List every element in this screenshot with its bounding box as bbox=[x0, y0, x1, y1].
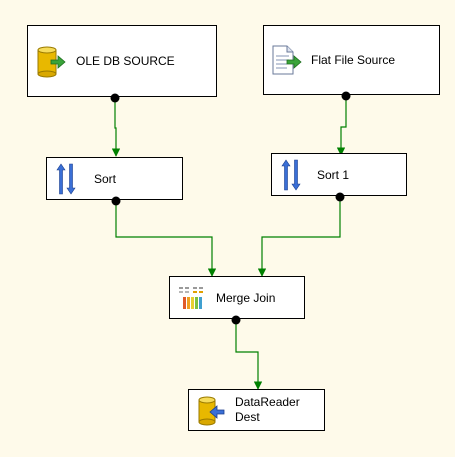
path-merge-join-to-datareader[interactable] bbox=[235, 320, 263, 390]
sort-label: Sort bbox=[94, 171, 117, 186]
ole-db-source-label: OLE DB SOURCE bbox=[76, 54, 175, 68]
sort-1-label: Sort 1 bbox=[317, 167, 350, 182]
path-flat-file-to-sort-1[interactable] bbox=[336, 97, 347, 156]
ole-db-source-output-dot[interactable] bbox=[110, 93, 120, 103]
sort-icon bbox=[281, 158, 301, 192]
database-source-icon bbox=[36, 44, 66, 78]
sort-component[interactable]: Sort bbox=[46, 157, 183, 200]
sort-icon bbox=[56, 162, 76, 196]
flat-file-source-component[interactable]: Flat File Source bbox=[263, 25, 440, 95]
flat-file-source-output-dot[interactable] bbox=[341, 91, 351, 101]
datareader-dest-component[interactable]: DataReader Dest bbox=[188, 389, 325, 431]
path-sort-1-to-merge-join[interactable] bbox=[257, 198, 341, 277]
merge-join-component[interactable]: Merge Join bbox=[169, 276, 305, 319]
sort-output-dot[interactable] bbox=[111, 196, 121, 206]
path-ole-db-to-sort[interactable] bbox=[111, 99, 121, 157]
merge-join-icon bbox=[178, 285, 204, 311]
sort-1-component[interactable]: Sort 1 bbox=[271, 153, 407, 196]
datareader-destination-icon bbox=[197, 394, 225, 426]
flat-file-source-label: Flat File Source bbox=[311, 53, 396, 67]
datareader-dest-label-line1: DataReader bbox=[235, 395, 300, 409]
flat-file-source-icon bbox=[270, 44, 302, 76]
merge-join-label: Merge Join bbox=[216, 290, 276, 305]
path-sort-to-merge-join[interactable] bbox=[115, 202, 217, 277]
ole-db-source-component[interactable]: OLE DB SOURCE bbox=[27, 25, 217, 97]
sort-1-output-dot[interactable] bbox=[335, 192, 345, 202]
datareader-dest-label-line2: Dest bbox=[235, 410, 260, 424]
datareader-dest-label: DataReader Dest bbox=[235, 395, 300, 425]
merge-join-output-dot[interactable] bbox=[231, 315, 241, 325]
